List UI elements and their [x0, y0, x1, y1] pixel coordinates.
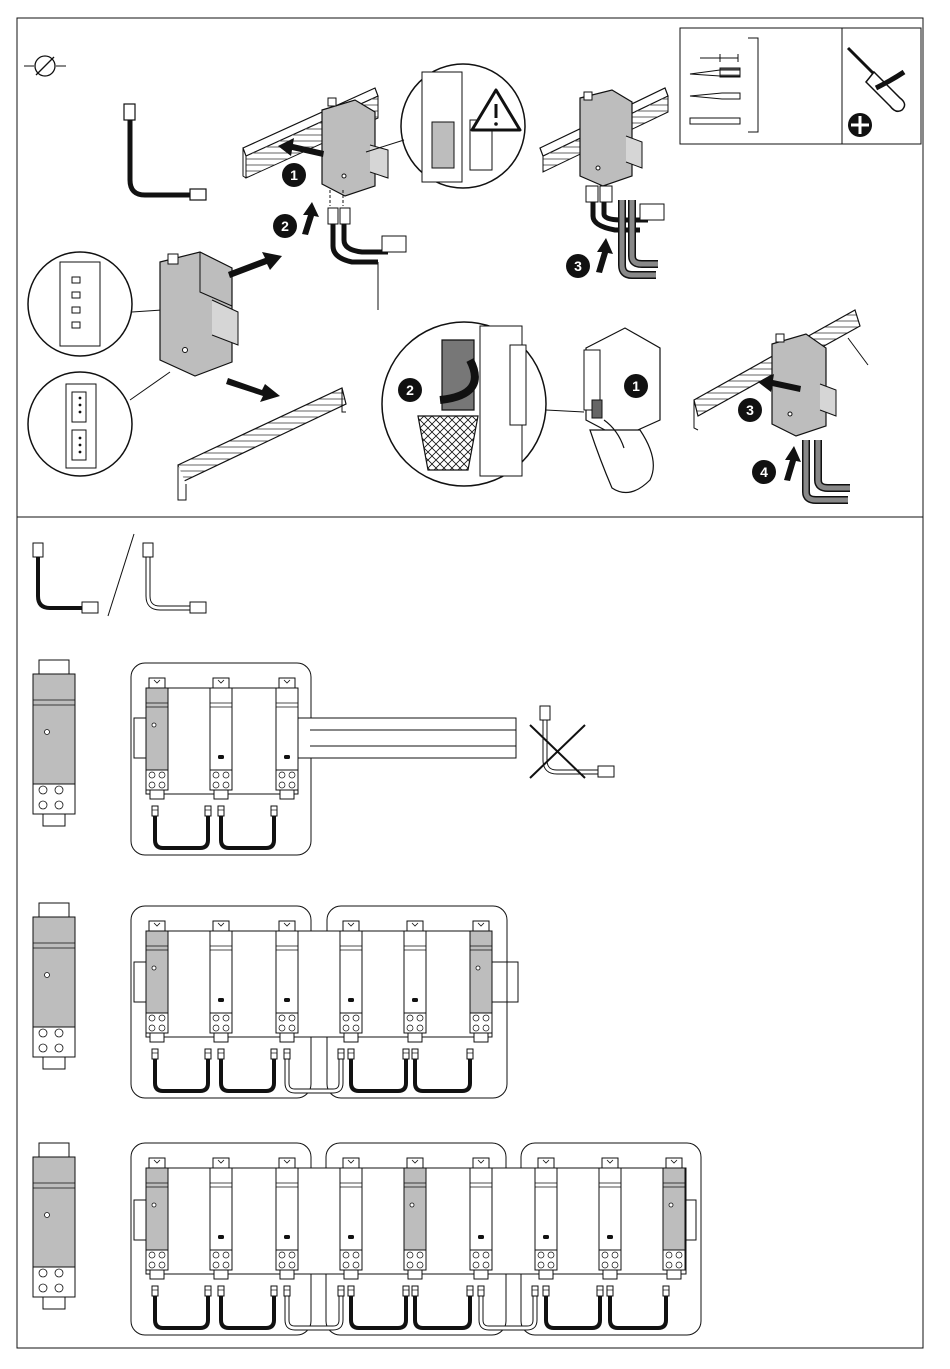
config-row-2 — [131, 906, 518, 1098]
step-badge-1: 1 — [282, 163, 306, 187]
wires-final — [806, 440, 850, 500]
arrow-to-profile — [226, 378, 280, 402]
detail-circle-removal — [382, 322, 584, 486]
cable-type-dark — [33, 543, 98, 613]
step-badge-2: 2 — [273, 214, 297, 238]
din-rail-profile — [178, 388, 346, 500]
config-row-3 — [131, 1143, 701, 1335]
svg-text:2: 2 — [406, 382, 414, 398]
cable-type-divider — [108, 534, 134, 616]
cable-loose — [124, 104, 206, 200]
detail-circle-connector — [28, 372, 170, 476]
cross-out-icon — [530, 706, 614, 778]
module-isometric — [160, 252, 238, 376]
step-badge-1-removal: 1 — [624, 374, 648, 398]
prohibited-circle-icon — [24, 56, 66, 76]
svg-text:3: 3 — [574, 258, 582, 274]
step-badge-4: 4 — [752, 460, 776, 484]
svg-text:1: 1 — [290, 167, 298, 183]
svg-text:1: 1 — [632, 378, 640, 394]
arrow-step4 — [784, 446, 801, 481]
side-module-row2 — [33, 903, 75, 1069]
side-module-row1 — [33, 660, 75, 826]
detail-circle-terminals — [28, 252, 162, 356]
arrow-step3-top — [596, 238, 613, 273]
svg-text:2: 2 — [281, 218, 289, 234]
svg-text:3: 3 — [746, 402, 754, 418]
cable-type-light — [143, 543, 206, 613]
step-badge-2-removal: 2 — [398, 378, 422, 402]
step-badge-3-bottom: 3 — [738, 398, 762, 422]
module-hand — [584, 328, 660, 493]
arrow-step2 — [302, 202, 319, 235]
step-badge-3-top: 3 — [566, 254, 590, 278]
cable-plugged — [328, 190, 406, 310]
pozidriv-tip-icon — [848, 113, 872, 137]
arrow-to-rail — [228, 252, 282, 278]
svg-text:4: 4 — [760, 464, 768, 480]
side-module-row3 — [33, 1143, 75, 1309]
config-row-1 — [131, 663, 516, 855]
